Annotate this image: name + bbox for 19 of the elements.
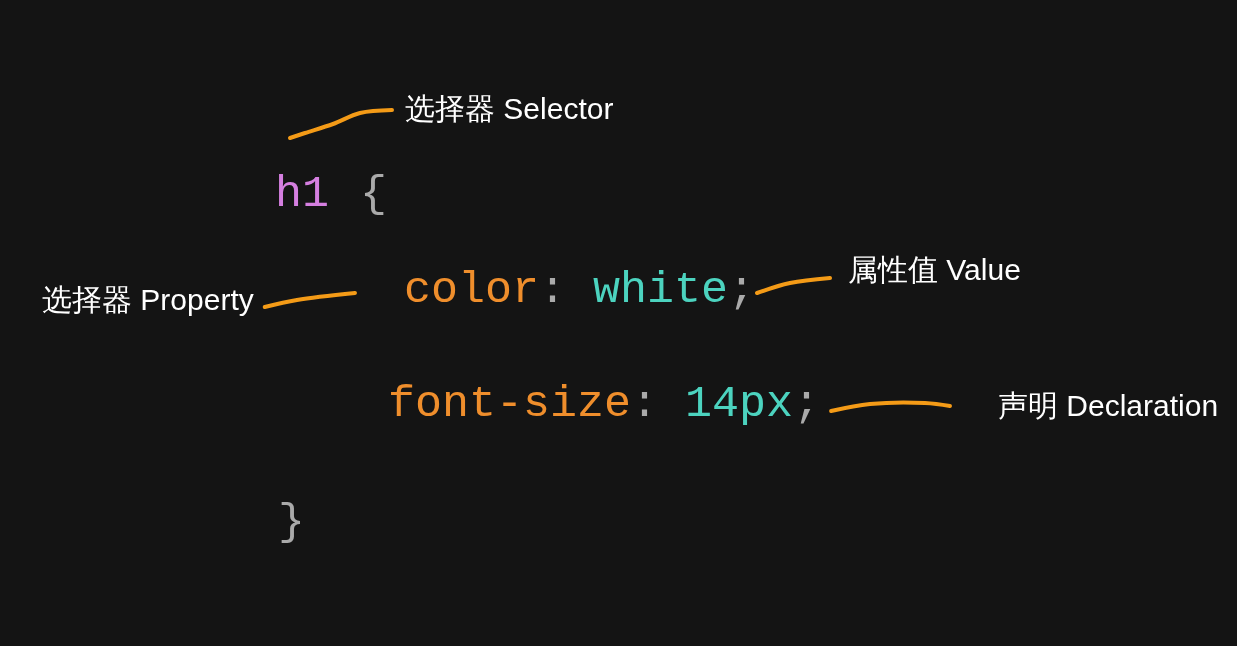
css-value: 14px (685, 379, 794, 430)
css-selector: h1 (275, 170, 329, 220)
annotation-label: 属性值 Value (848, 252, 1021, 288)
colon: : (539, 266, 566, 316)
leader-line (262, 291, 357, 309)
code-punctuation: : (631, 379, 659, 430)
code-punctuation: ; (793, 379, 821, 430)
css-property: font-size (388, 379, 632, 430)
semicolon: ; (728, 266, 755, 316)
annotation-label: 声明 Declaration (998, 388, 1219, 424)
css-property: color (404, 266, 540, 316)
annotation-label: 选择器 Property (42, 282, 254, 318)
brace: } (278, 498, 305, 548)
css-value: white (593, 266, 729, 316)
leader-line (755, 276, 832, 295)
annotation-label: 选择器 Selector (405, 91, 614, 127)
leader-line (829, 400, 952, 413)
brace: { (360, 170, 387, 220)
leader-line (288, 108, 394, 140)
